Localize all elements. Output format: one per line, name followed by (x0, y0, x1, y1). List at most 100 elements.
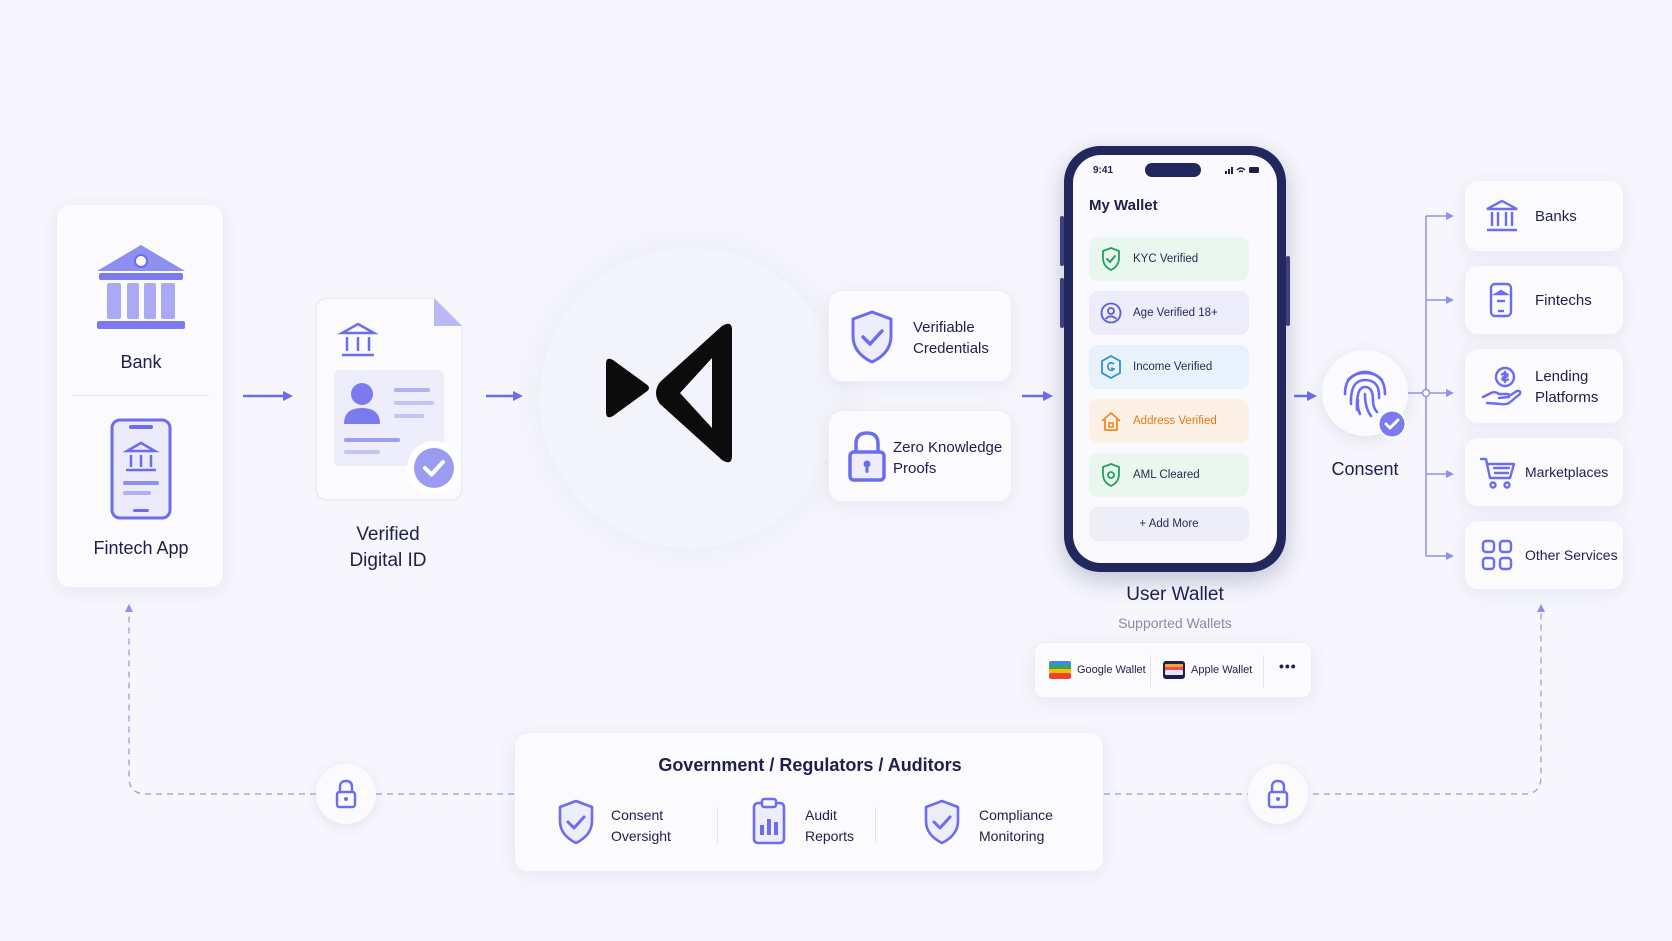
user-wallet-title: User Wallet (1126, 584, 1224, 605)
destination-marketplaces-text: Marketplaces (1525, 464, 1609, 480)
shield-check-icon (924, 799, 960, 845)
bank-building-icon (97, 245, 185, 329)
shield-check-icon (851, 310, 893, 364)
digital-id-line1: Verified (356, 524, 420, 545)
phone-title: My Wallet (1089, 197, 1158, 214)
supported-wallets-label: Supported Wallets (1118, 615, 1232, 631)
apple-wallet-icon (1163, 661, 1185, 679)
phone-side-button (1286, 256, 1290, 326)
lock-icon (335, 779, 357, 809)
destination-lending-text: Lending Platforms (1535, 366, 1598, 408)
wallet-item-address[interactable]: Address Verified (1089, 399, 1249, 443)
fintech-phone-icon (110, 418, 172, 520)
fingerprint-icon (1343, 370, 1387, 418)
destination-card-marketplaces[interactable]: Marketplaces (1464, 437, 1624, 507)
center-logo-halo (540, 248, 840, 548)
oversight-compliance-line2: Monitoring (979, 828, 1045, 844)
wallet-item-kyc[interactable]: KYC Verified (1089, 237, 1249, 281)
phone-side-button (1060, 278, 1064, 328)
feature-zkp-line1: Zero Knowledge (893, 439, 1003, 456)
wallet-item-label: AML Cleared (1133, 469, 1200, 481)
consent-label: Consent (1331, 459, 1399, 479)
check-badge-icon (407, 441, 461, 495)
add-more-button[interactable]: + Add More (1089, 507, 1249, 541)
branch-dot (1421, 388, 1431, 398)
consent-check-badge-icon (1377, 409, 1407, 439)
apple-wallet-label: Apple Wallet (1191, 664, 1253, 676)
oversight-consent-line2: Oversight (611, 828, 671, 844)
oversight-compliance-line1: Compliance (979, 807, 1053, 823)
bank-label: Bank (120, 352, 162, 372)
destination-other-text: Other Services (1525, 547, 1618, 563)
feature-card-credentials[interactable]: Verifiable Credentials (828, 290, 1012, 382)
digital-id-document (315, 297, 463, 501)
oversight-title: Government / Regulators / Auditors (658, 755, 962, 775)
wallet-item-label: Age Verified 18+ (1133, 307, 1218, 319)
wallet-item-income[interactable]: Income Verified (1089, 345, 1249, 389)
destination-fintechs-text: Fintechs (1535, 292, 1592, 309)
oversight-card: Government / Regulators / Auditors Conse… (514, 732, 1104, 872)
dashed-loop-left (125, 604, 514, 795)
oversight-audit-text: Audit Reports (805, 805, 854, 847)
clipboard-chart-icon (752, 797, 786, 845)
feature-card-zkp[interactable]: Zero Knowledge Proofs (828, 410, 1012, 502)
lock-icon (848, 431, 886, 482)
add-more-label: + Add More (1139, 518, 1199, 530)
bank-icon (1486, 199, 1518, 232)
destination-card-lending[interactable]: Lending Platforms (1464, 348, 1624, 424)
lock-circle-left (316, 764, 376, 824)
oversight-divider (875, 807, 876, 843)
shield-check-icon (558, 799, 594, 845)
feature-zkp-line2: Proofs (893, 460, 937, 477)
lock-icon (1267, 779, 1289, 809)
hexagon-coin-icon (1089, 354, 1133, 380)
oversight-audit-line2: Reports (805, 828, 855, 844)
source-divider (73, 395, 209, 396)
phone-time: 9:41 (1093, 165, 1114, 176)
destination-card-banks[interactable]: Banks (1464, 180, 1624, 252)
wallet-divider (1150, 655, 1151, 687)
center-logo-icon (606, 323, 732, 463)
source-card: Bank Fintech App (56, 204, 224, 588)
feature-credentials-text: Verifiable Credentials (913, 317, 989, 359)
destination-lending-line1: Lending (1535, 368, 1589, 385)
phone-status-icons (1225, 167, 1259, 174)
oversight-divider (717, 807, 718, 843)
more-wallets-button[interactable]: ••• (1279, 658, 1297, 674)
grid-icon (1481, 539, 1513, 571)
destination-card-fintechs[interactable]: Fintechs (1464, 265, 1624, 335)
destination-card-other[interactable]: Other Services (1464, 520, 1624, 590)
apple-wallet-pill[interactable]: Apple Wallet (1163, 661, 1252, 679)
wallet-item-label: Address Verified (1133, 415, 1217, 427)
phone-icon (1489, 282, 1513, 318)
shield-check-icon (1089, 247, 1133, 272)
digital-id-line2: Digital ID (349, 550, 427, 571)
supported-wallets-bar: Google Wallet Apple Wallet ••• (1034, 642, 1312, 698)
phone-screen: 9:41 My Wallet KYC Verified Age Verified… (1073, 155, 1277, 563)
oversight-consent-text: Consent Oversight (611, 805, 671, 847)
wallet-item-age[interactable]: Age Verified 18+ (1089, 291, 1249, 335)
lock-circle-right (1248, 764, 1308, 824)
feature-credentials-line2: Credentials (913, 340, 989, 357)
home-icon (1089, 410, 1133, 432)
dashed-loop-right (1104, 604, 1545, 795)
phone-frame: 9:41 My Wallet KYC Verified Age Verified… (1060, 146, 1290, 572)
oversight-compliance-text: Compliance Monitoring (979, 805, 1053, 847)
google-wallet-pill[interactable]: Google Wallet (1049, 661, 1146, 679)
shield-check-icon (1089, 463, 1133, 488)
wallet-divider (1263, 655, 1264, 687)
oversight-audit-line1: Audit (805, 807, 837, 823)
feature-zkp-text: Zero Knowledge Proofs (893, 437, 1002, 479)
wallet-item-aml[interactable]: AML Cleared (1089, 453, 1249, 497)
digital-id-label: Verified Digital ID (318, 522, 458, 574)
google-wallet-label: Google Wallet (1077, 664, 1146, 676)
consent-circle[interactable] (1322, 350, 1408, 439)
wallet-item-label: Income Verified (1133, 361, 1213, 373)
hand-coin-icon (1481, 366, 1522, 406)
oversight-consent-line1: Consent (611, 807, 664, 823)
phone-side-button (1060, 216, 1064, 266)
feature-credentials-line1: Verifiable (913, 319, 975, 336)
fintech-app-label: Fintech App (93, 538, 189, 558)
cart-icon (1479, 457, 1516, 489)
destination-banks-text: Banks (1535, 208, 1577, 225)
